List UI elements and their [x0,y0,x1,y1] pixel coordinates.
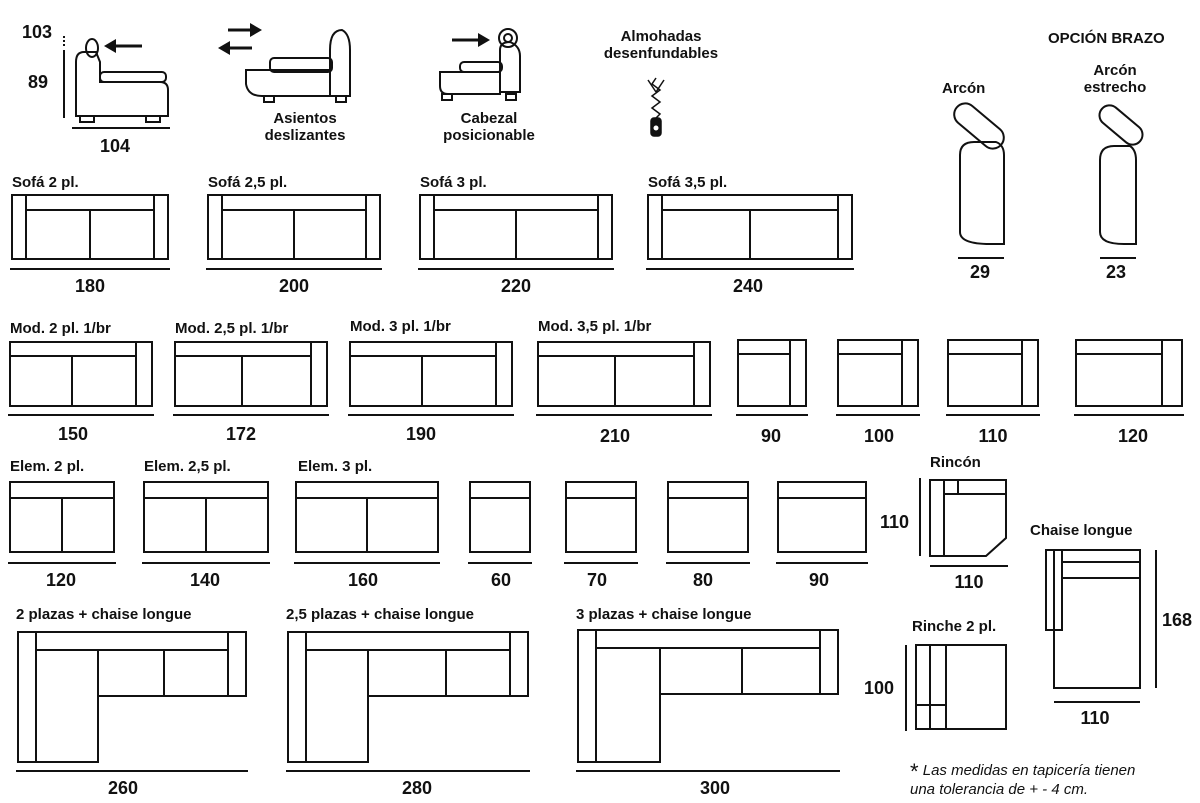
element-60-width: 60 [490,570,512,590]
module-150-width: 150 [57,424,89,444]
element-70-drawing [564,481,638,564]
arcon-estrecho-drawing [1098,104,1144,259]
headrest-label: Cabezal posicionable [443,110,535,144]
sliding-seats-label: Asientos deslizantes [264,110,346,144]
sofa-35-label: Sofá 3,5 pl. [648,174,728,191]
element-80-drawing [666,481,750,564]
chaise-width: 110 [1080,708,1110,728]
tolerance-text: Las medidas en tapicería tienen una tole… [910,762,1136,798]
arcon-drawing [953,102,1005,259]
module-210-label: Mod. 3,5 pl. 1/br [538,318,652,335]
module-100-drawing [836,339,920,416]
module-172-label: Mod. 2,5 pl. 1/br [175,320,289,337]
headrest-icon [439,28,521,101]
sofa-chaise-280-width: 280 [401,778,433,798]
element-25-label: Elem. 2,5 pl. [144,458,231,475]
element-140-drawing [142,481,270,564]
recline-dimension-icon [63,36,170,129]
sofa-2-width: 180 [74,276,106,296]
sofa-chaise-280-drawing [286,631,530,772]
module-120-drawing [1074,339,1184,416]
sofa-chaise-300-label: 3 plazas + chaise longue [576,606,752,623]
module-120-width: 120 [1117,426,1149,446]
arm-option-title: OPCIÓN BRAZO [1048,30,1165,47]
sofa-25-drawing [206,194,382,270]
element-140-width: 140 [189,570,221,590]
arcon-estrecho-label: Arcón estrecho [1083,62,1147,96]
height-seat-label: 89 [28,72,49,92]
element-3-label: Elem. 3 pl. [298,458,373,475]
module-110-drawing [946,339,1040,416]
element-60-drawing [468,481,532,564]
rincon-height: 110 [880,512,910,532]
sliding-seats-icon [218,23,351,103]
sofa-25-width: 200 [278,276,310,296]
module-190-label: Mod. 3 pl. 1/br [350,318,451,335]
chaise-label: Chaise longue [1030,522,1133,539]
sofa-3-width: 220 [500,276,532,296]
sofa-2-label: Sofá 2 pl. [12,174,79,191]
module-190-width: 190 [405,424,437,444]
element-90-drawing [776,481,868,564]
module-210-width: 210 [599,426,631,446]
element-2-label: Elem. 2 pl. [10,458,85,475]
element-160-drawing [294,481,440,564]
tolerance-note: * Las medidas en tapicería tienen una to… [910,758,1135,799]
sofa-35-width: 240 [732,276,764,296]
element-160-width: 160 [347,570,379,590]
module-210-drawing [536,341,712,416]
rincon-drawing [919,478,1008,567]
sofa-35-drawing [646,194,854,270]
cushions-label: Almohadas desenfundables [603,28,719,62]
element-90-width: 90 [808,570,830,590]
sofa-25-label: Sofá 2,5 pl. [208,174,288,191]
rincon-label: Rincón [930,454,981,471]
arcon-label: Arcón [942,80,986,97]
element-70-width: 70 [586,570,608,590]
rinche-height: 100 [864,678,895,698]
arcon-estrecho-width: 23 [1106,262,1127,282]
module-172-drawing [173,341,329,416]
rinche-drawing [905,644,1007,731]
sofa-chaise-300-width: 300 [699,778,731,798]
zipper-icon [647,77,665,137]
sofa-chaise-260-drawing [16,631,248,772]
module-150-drawing [8,341,154,416]
chaise-longue-drawing [1045,549,1157,703]
module-110-width: 110 [978,426,1008,446]
element-80-width: 80 [692,570,714,590]
arcon-width: 29 [970,262,991,282]
module-190-drawing [348,341,514,416]
depth-label: 104 [100,136,131,156]
sofa-2-drawing [10,194,170,270]
sofa-3-drawing [418,194,614,270]
rincon-width: 110 [954,572,984,592]
sofa-chaise-260-label: 2 plazas + chaise longue [16,606,192,623]
sofa-chaise-260-width: 260 [107,778,139,798]
element-120-drawing [8,481,116,564]
sofa-3-label: Sofá 3 pl. [420,174,487,191]
rinche-label: Rinche 2 pl. [912,618,997,635]
chaise-height: 168 [1162,610,1193,630]
sofa-chaise-300-drawing [576,629,840,772]
module-172-width: 172 [225,424,257,444]
module-150-label: Mod. 2 pl. 1/br [10,320,111,337]
asterisk: * [910,759,919,784]
height-back-label: 103 [22,22,53,42]
module-90-drawing [736,339,808,416]
module-100-width: 100 [863,426,895,446]
sofa-chaise-280-label: 2,5 plazas + chaise longue [286,606,474,623]
element-120-width: 120 [45,570,77,590]
module-90-width: 90 [760,426,782,446]
